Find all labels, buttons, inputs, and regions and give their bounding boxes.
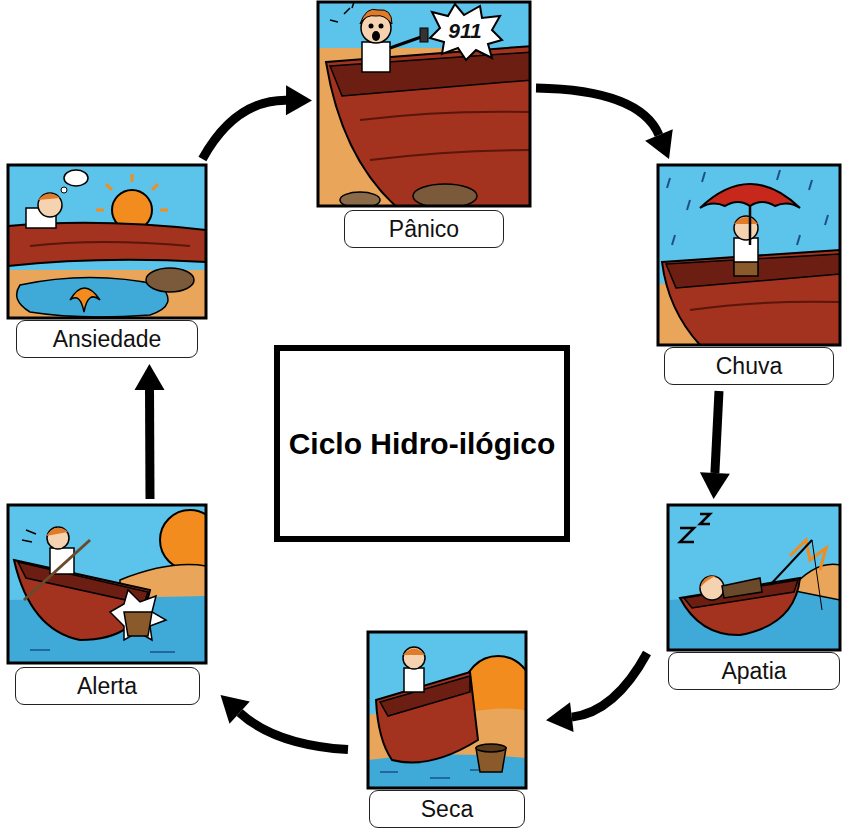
arrow-head bbox=[135, 364, 165, 390]
stage-panel: Pânico bbox=[318, 2, 530, 248]
cycle-arrow bbox=[221, 695, 349, 750]
alert-panel bbox=[8, 505, 206, 663]
anxiety-panel bbox=[8, 165, 206, 318]
stage-label: Chuva bbox=[664, 347, 834, 385]
arrow-line bbox=[240, 713, 348, 750]
arrow-line bbox=[145, 390, 154, 499]
arrow-line bbox=[202, 100, 286, 159]
rain-panel bbox=[658, 165, 840, 345]
apathy-panel bbox=[668, 505, 840, 650]
phone-number: 911 bbox=[443, 18, 487, 44]
cycle-arrow bbox=[135, 364, 165, 499]
stage-panel: Ansiedade bbox=[1, 165, 213, 358]
cycle-arrow bbox=[700, 391, 730, 499]
stage-panel: Alerta bbox=[0, 505, 215, 705]
cycle-arrow bbox=[546, 653, 647, 732]
stage-label: Alerta bbox=[15, 667, 200, 705]
stage-label: Pânico bbox=[344, 210, 504, 248]
stage-panel: Seca bbox=[354, 632, 540, 828]
arrow-line bbox=[536, 88, 659, 135]
cycle-arrow bbox=[536, 88, 673, 159]
stage-label: Apatia bbox=[668, 652, 840, 690]
arrow-head bbox=[645, 129, 673, 159]
arrow-head bbox=[546, 702, 574, 732]
drought-panel bbox=[368, 632, 526, 788]
cycle-arrow bbox=[202, 85, 312, 159]
stage-label: Seca bbox=[369, 790, 525, 828]
arrow-head bbox=[286, 85, 312, 115]
panic-panel bbox=[318, 2, 530, 206]
arrow-line bbox=[572, 653, 647, 717]
arrow-head bbox=[221, 695, 250, 724]
arrow-line bbox=[715, 391, 719, 473]
arrow-head bbox=[700, 472, 730, 499]
stage-panel: Apatia bbox=[653, 505, 844, 690]
cycle-title: Ciclo Hidro-ilógico bbox=[289, 425, 556, 463]
stage-panel: Chuva bbox=[649, 165, 844, 385]
title-box: Ciclo Hidro-ilógico bbox=[274, 345, 571, 542]
stage-label: Ansiedade bbox=[16, 320, 198, 358]
